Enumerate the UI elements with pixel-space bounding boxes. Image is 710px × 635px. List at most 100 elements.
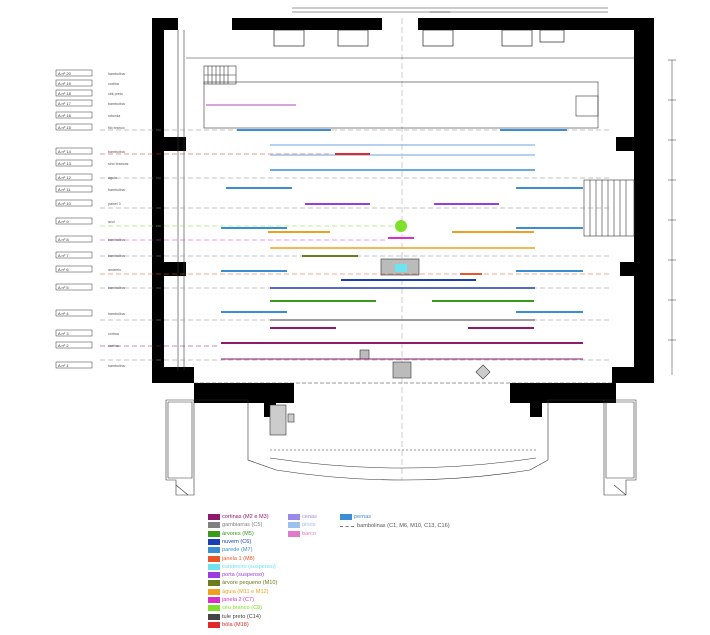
legend-label: bóla (M18) xyxy=(222,621,249,628)
legend-label: tule preto (C14) xyxy=(222,613,261,620)
legend-swatch xyxy=(208,522,220,529)
legend-label: janela 2 (C7) xyxy=(222,597,255,603)
row-element-name: cortina xyxy=(108,344,119,348)
row-tag-box xyxy=(55,159,93,167)
legend-swatch xyxy=(208,538,220,545)
legend-item: pinos xyxy=(288,521,315,529)
legend-label: águia (M11 e M12) xyxy=(222,588,269,595)
legend-swatch xyxy=(208,563,220,570)
legend-swatch xyxy=(208,597,220,603)
legend-item: janela 1 (M8) xyxy=(208,555,255,563)
row-tag-box xyxy=(55,69,93,77)
legend-item: janela 2 (C7) xyxy=(208,596,254,604)
row-tag-label: A nº 18 xyxy=(58,91,72,96)
legend-label: candeeiro (suspenso) xyxy=(222,563,276,570)
row-element-name: bambolina xyxy=(108,286,125,290)
legend-item: nuvem (C6) xyxy=(208,538,251,546)
row-tag-box xyxy=(55,361,93,369)
row-element-name: bambolina xyxy=(108,102,125,106)
legend-label: céu branco (C8) xyxy=(222,605,263,612)
row-tag-label: A nº 1 xyxy=(58,363,69,368)
legend-item: bambolinas (C1, M6, M10, C13, C16) xyxy=(340,522,450,530)
walls xyxy=(152,18,654,417)
row-tag-box xyxy=(55,217,93,225)
legend-label: pernas xyxy=(354,514,372,520)
legend-label: árvores (M5) xyxy=(222,530,254,537)
row-tag-column: A nº 20 bambolina A nº 19 cortina A nº 18 cbk… xyxy=(55,69,129,369)
legend-swatch xyxy=(208,547,220,554)
legend-label: janela 1 (M8) xyxy=(222,555,255,562)
stage-outline xyxy=(177,30,635,384)
row-tag-box xyxy=(55,89,93,97)
legend-item: tule preto (C14) xyxy=(208,613,261,621)
row-tag-label: A nº 19 xyxy=(58,81,72,86)
row-element-name: bambolina xyxy=(108,72,125,76)
orchestra-pit xyxy=(165,399,637,496)
row-tag-box xyxy=(55,283,93,291)
row-tag-box xyxy=(55,111,93,119)
row-element-name: bambolina xyxy=(108,188,125,192)
legend-label: árvore pequeno (M10) xyxy=(222,580,278,587)
row-tag-label: A nº 8 xyxy=(58,237,69,242)
row-element-name: painel 3 xyxy=(108,202,121,206)
legend-label: bambolinas (C1, M6, M10, C13, C16) xyxy=(357,523,450,529)
row-tag-box xyxy=(55,309,93,317)
legend-item: porta (suspenso) xyxy=(208,571,264,579)
legend-label: barco xyxy=(302,530,316,537)
row-element-name: amarelo xyxy=(108,268,121,272)
row-tag-label: A nº 2 xyxy=(58,343,69,348)
row-tag-label: A nº 15 xyxy=(58,125,72,130)
row-tag-label: A nº 13 xyxy=(58,161,72,166)
legend-label: cenas xyxy=(302,514,317,520)
row-element-name: bambolina xyxy=(108,238,125,242)
row-tag-box xyxy=(55,341,93,349)
row-element-name: cbk preto xyxy=(108,92,123,96)
row-tag-box xyxy=(55,235,93,243)
legend-label: nuvem (C6) xyxy=(222,538,252,545)
row-element-name: bambolina xyxy=(108,254,125,258)
row-tag-label: A nº 4 xyxy=(58,311,69,316)
row-tag-label: A nº 20 xyxy=(58,71,72,76)
row-tag-label: A nº 9 xyxy=(58,219,69,224)
legend-item: céu branco (C8) xyxy=(208,604,262,612)
row-element-name: rotunda xyxy=(108,114,120,118)
row-element-name: cortina xyxy=(108,332,119,336)
right-ruler xyxy=(668,59,676,375)
legend-swatch xyxy=(208,605,220,612)
legend-item: cenas xyxy=(288,513,317,521)
row-tag-label: A nº 14 xyxy=(58,149,72,154)
legend-swatch xyxy=(208,514,220,520)
row-element-name: bambolina xyxy=(108,150,125,154)
set-elements xyxy=(206,104,583,360)
legend-swatch xyxy=(340,514,352,520)
legend-swatch xyxy=(208,555,220,562)
row-tag-label: A nº 11 xyxy=(58,187,71,192)
legend-swatch xyxy=(288,522,300,529)
legend-item: bóla (M18) xyxy=(208,621,249,629)
row-element-name: azul xyxy=(108,220,115,224)
row-tag-box xyxy=(55,79,93,87)
legend-label: gambiarras (C5) xyxy=(222,522,263,529)
legend-item: árvores (M5) xyxy=(208,530,254,538)
row-tag-label: A nº 16 xyxy=(58,113,72,118)
legend-item: pernas xyxy=(340,513,371,521)
wall-recesses xyxy=(273,29,565,47)
row-element-name: bambolina xyxy=(108,364,125,368)
row-element-name: águia xyxy=(108,176,117,180)
row-element-name: bambolina xyxy=(108,312,125,316)
row-element-name: filó branco xyxy=(108,126,125,130)
legend-label: pinos xyxy=(302,522,316,529)
legend-label: porta (suspenso) xyxy=(222,572,264,579)
legend-item: árvore pequeno (M10) xyxy=(208,579,277,587)
legend-swatch xyxy=(208,613,220,620)
legend-swatch xyxy=(208,530,220,537)
row-tag-label: A nº 17 xyxy=(58,101,72,106)
legend-item: cortinas (M2 e M3) xyxy=(208,513,269,521)
legend-swatch xyxy=(208,621,220,628)
row-tag-label: A nº 6 xyxy=(58,267,69,272)
row-tag-box xyxy=(55,329,93,337)
row-tag-label: A nº 7 xyxy=(58,253,69,258)
legend-swatch xyxy=(208,588,220,595)
row-tag-label: A nº 12 xyxy=(58,175,72,180)
row-tag-box xyxy=(55,147,93,155)
